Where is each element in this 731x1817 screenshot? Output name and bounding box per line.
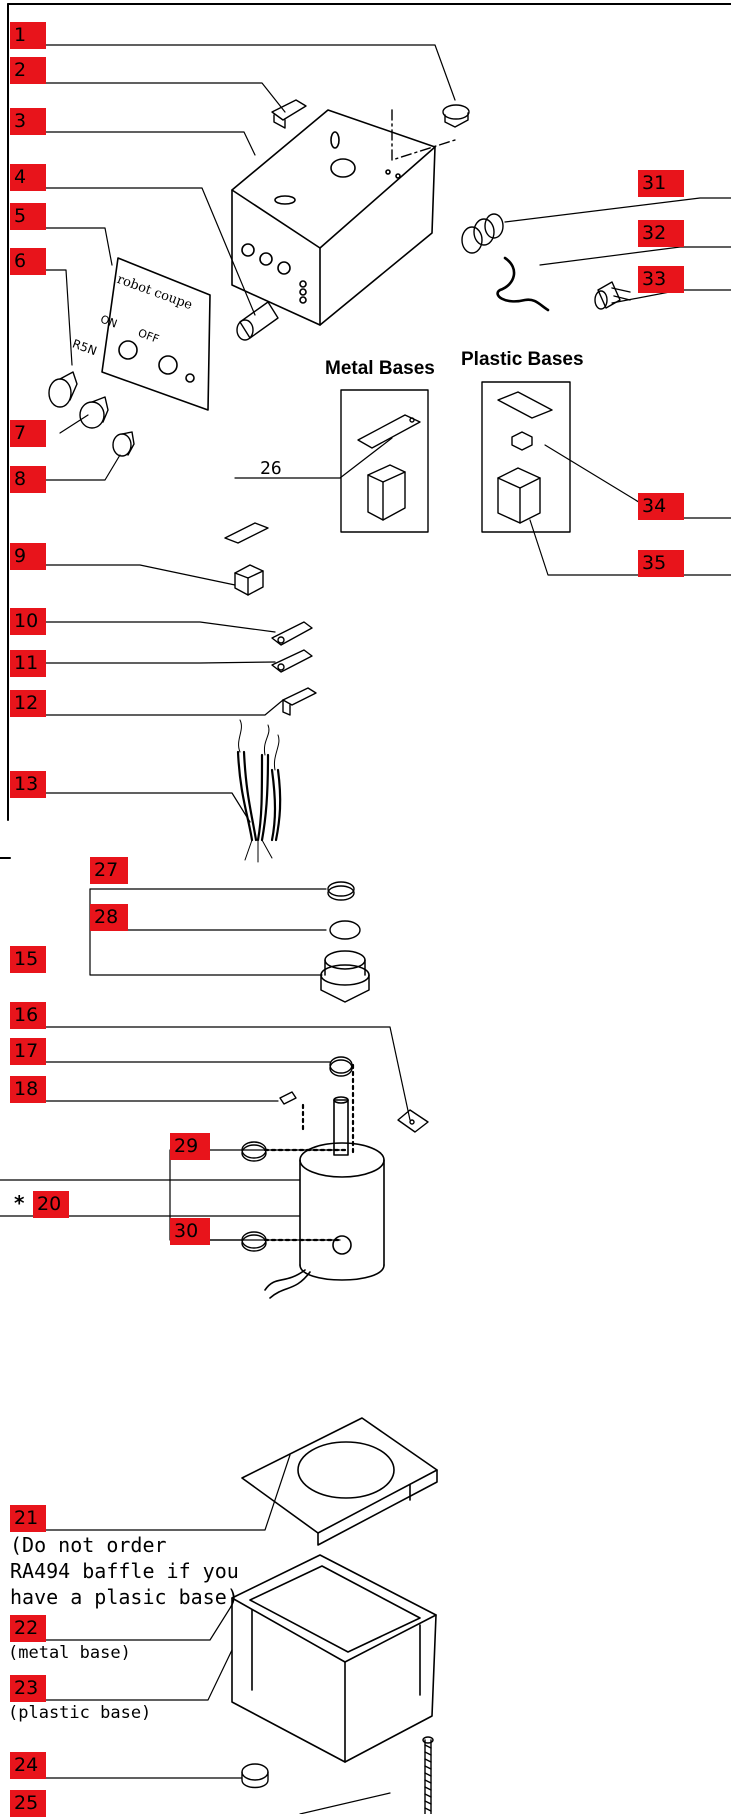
callout-22: 22 xyxy=(10,1615,46,1642)
part-8-button xyxy=(112,431,135,457)
part-11-bracket xyxy=(271,649,313,673)
part-32-wire xyxy=(496,256,550,312)
part-12-bracket xyxy=(282,687,317,716)
plastic-bases-heading: Plastic Bases xyxy=(461,349,584,370)
baffle-note-line-1: (Do not order xyxy=(10,1533,167,1557)
callout-2: 2 xyxy=(10,57,46,84)
part-16-plate xyxy=(397,1109,429,1133)
callout-17: 17 xyxy=(10,1038,46,1065)
callout-12: 12 xyxy=(10,690,46,717)
part-30-bearing xyxy=(241,1231,267,1252)
part-6-rocker xyxy=(48,371,78,408)
callout-11: 11 xyxy=(10,650,46,677)
callout-31: 31 xyxy=(638,170,684,197)
part-3-housing xyxy=(231,109,436,326)
callout-8: 8 xyxy=(10,466,46,493)
part-4-switch xyxy=(236,301,279,341)
part-15-coupling xyxy=(320,950,370,1003)
callout-9: 9 xyxy=(10,543,46,570)
part-28-ring xyxy=(329,920,361,940)
callout-35: 35 xyxy=(638,550,684,577)
baffle-note-line-3: have a plasic base) xyxy=(10,1585,239,1609)
callout-28: 28 xyxy=(90,904,128,931)
callout-20: 20 xyxy=(33,1191,69,1218)
callout-32: 32 xyxy=(638,220,684,247)
part-22-base xyxy=(231,1554,437,1763)
part-29-bearing xyxy=(241,1141,267,1162)
callout-25: 25 xyxy=(10,1790,46,1817)
callout-15: 15 xyxy=(10,946,46,973)
callout-16: 16 xyxy=(10,1002,46,1029)
callout-10: 10 xyxy=(10,608,46,635)
part-24-foot xyxy=(241,1763,269,1789)
part-2-lever xyxy=(271,99,307,129)
frame-lines xyxy=(0,3,731,859)
metal-bases-box xyxy=(340,389,429,533)
part-10-bracket xyxy=(271,621,313,646)
callout-26: 26 xyxy=(260,458,282,479)
on-label: ON xyxy=(98,312,119,331)
part-31-bushing xyxy=(461,213,504,254)
part-33-connector xyxy=(594,281,631,310)
callout-18: 18 xyxy=(10,1076,46,1103)
off-label: OFF xyxy=(136,326,161,346)
callout-7: 7 xyxy=(10,420,46,447)
part-13-wires xyxy=(236,719,282,863)
asterisk-mark: * xyxy=(14,1191,25,1215)
metal-bases-heading: Metal Bases xyxy=(325,358,435,379)
callout-4: 4 xyxy=(10,164,46,191)
callout-1: 1 xyxy=(10,22,46,49)
part-20-motor xyxy=(264,1096,385,1299)
callout-6: 6 xyxy=(10,248,46,275)
plastic-bases-box xyxy=(481,381,571,533)
dotted-guides xyxy=(263,1063,355,1242)
baffle-note: (Do not order RA494 baffle if you have a… xyxy=(10,1532,239,1610)
part-7-button xyxy=(79,396,109,429)
part-27-seal xyxy=(327,881,355,901)
callout-29: 29 xyxy=(170,1133,210,1160)
part-5-plate xyxy=(101,257,211,411)
callout-23: 23 xyxy=(10,1675,46,1702)
callout-24: 24 xyxy=(10,1752,46,1779)
callout-27: 27 xyxy=(90,857,128,884)
callout-5: 5 xyxy=(10,203,46,230)
part-25-screw xyxy=(422,1736,434,1814)
callout-30: 30 xyxy=(170,1218,210,1245)
callout-13: 13 xyxy=(10,771,46,798)
part-1-knob xyxy=(442,104,470,128)
metal-base-note: (metal base) xyxy=(8,1643,131,1663)
callout-3: 3 xyxy=(10,108,46,135)
part-17-seal xyxy=(329,1056,353,1077)
part-18-pin xyxy=(279,1091,297,1105)
part-21-baffle xyxy=(241,1417,438,1546)
callout-21: 21 xyxy=(10,1505,46,1532)
baffle-note-line-2: RA494 baffle if you xyxy=(10,1559,239,1583)
callout-33: 33 xyxy=(638,266,684,293)
part-9-pad xyxy=(224,522,269,596)
callout-34: 34 xyxy=(638,493,684,520)
plastic-base-note: (plastic base) xyxy=(8,1703,152,1723)
